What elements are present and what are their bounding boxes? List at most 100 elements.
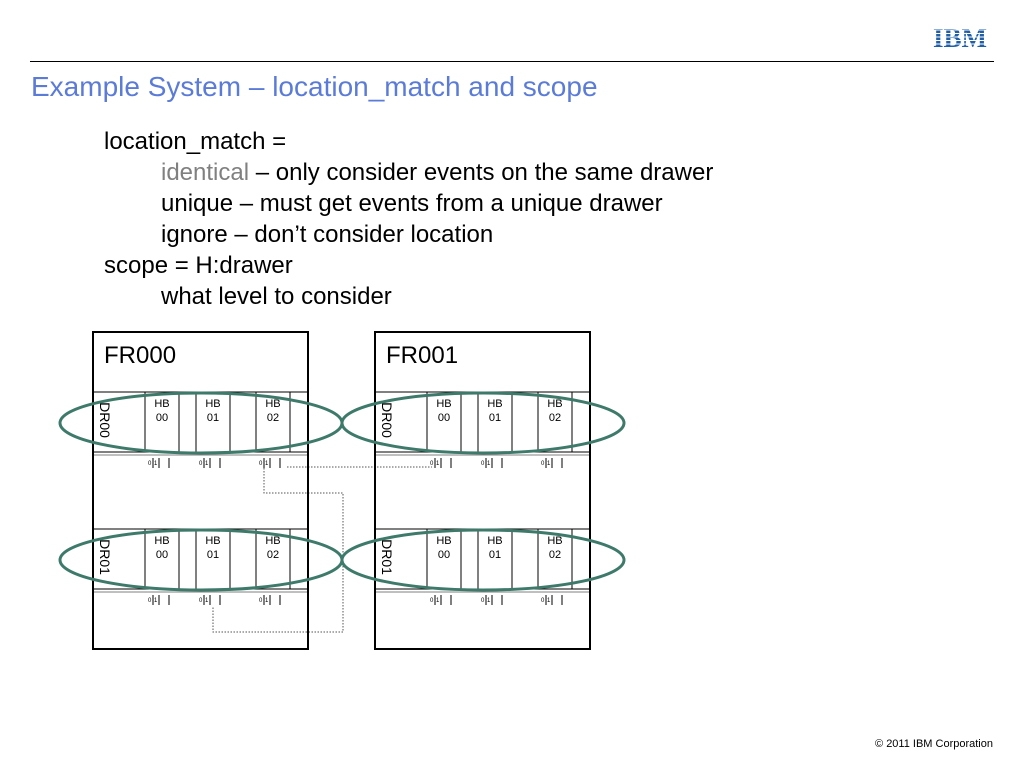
hub-number: 01: [207, 412, 219, 424]
hub-number: 01: [207, 549, 219, 561]
hub-box: [426, 528, 462, 590]
drawer-label: DR01: [379, 539, 395, 575]
port-label-1: 1: [205, 598, 209, 604]
slide-body: location_match = identical – only consid…: [104, 126, 713, 312]
hub-number: 00: [438, 412, 450, 424]
hub-box: [537, 391, 573, 453]
header-rule: [30, 61, 994, 62]
frame-border: [374, 331, 591, 650]
identical-description: – only consider events on the same drawe…: [249, 159, 714, 186]
hub-box: [195, 528, 231, 590]
hub-number: 01: [489, 412, 501, 424]
port-label-1: 1: [547, 461, 551, 467]
hub-label: HB: [487, 398, 502, 410]
port-label-0: 0: [430, 461, 434, 467]
port-label-1: 1: [265, 461, 269, 467]
drawer-label: DR01: [97, 539, 113, 575]
body-line-location-match: location_match =: [104, 128, 287, 155]
port-label-0: 0: [199, 461, 203, 467]
hub-label: HB: [547, 535, 562, 547]
drawer-label: DR00: [97, 402, 113, 438]
hub-label: HB: [487, 535, 502, 547]
port-label-1: 1: [265, 598, 269, 604]
port-label-0: 0: [199, 598, 203, 604]
hub-label: HB: [265, 535, 280, 547]
hub-label: HB: [436, 535, 451, 547]
hub-number: 02: [267, 549, 279, 561]
body-line-ignore: ignore – don’t consider location: [161, 221, 494, 248]
drawer-match-ellipse: [340, 391, 626, 455]
port-label-1: 1: [547, 598, 551, 604]
hub-number: 00: [438, 549, 450, 561]
hub-box: [255, 391, 291, 453]
port-label-0: 0: [259, 461, 263, 467]
hub-number: 00: [156, 549, 168, 561]
keyword-identical: identical: [161, 159, 250, 186]
hub-number: 00: [156, 412, 168, 424]
hub-label: HB: [205, 535, 220, 547]
port-label-1: 1: [205, 461, 209, 467]
port-label-0: 0: [481, 598, 485, 604]
hub-box: [195, 391, 231, 453]
body-line-identical: identical – only consider events on the …: [104, 157, 713, 188]
drawer-match-ellipse: [340, 528, 626, 592]
port-label-0: 0: [430, 598, 434, 604]
hub-box: [144, 391, 180, 453]
hub-number: 02: [549, 549, 561, 561]
hub-label: HB: [154, 535, 169, 547]
ibm-logo-text: IBM: [933, 24, 987, 53]
hub-label: HB: [154, 398, 169, 410]
frame-label: FR001: [386, 342, 458, 369]
hub-box: [426, 391, 462, 453]
hub-label: HB: [547, 398, 562, 410]
port-label-1: 1: [436, 461, 440, 467]
hub-label: HB: [205, 398, 220, 410]
hub-label: HB: [436, 398, 451, 410]
port-label-1: 1: [487, 461, 491, 467]
port-label-1: 1: [154, 598, 158, 604]
port-label-1: 1: [436, 598, 440, 604]
slide-title: Example System – location_match and scop…: [31, 71, 598, 102]
frame-label: FR000: [104, 342, 176, 369]
hub-number: 02: [267, 412, 279, 424]
cable-links: [212, 466, 432, 633]
hub-number: 02: [549, 412, 561, 424]
port-label-0: 0: [259, 598, 263, 604]
drawer-label: DR00: [379, 402, 395, 438]
port-label-1: 1: [154, 461, 158, 467]
port-label-0: 0: [481, 461, 485, 467]
frame-border: [92, 331, 309, 650]
hub-box: [537, 528, 573, 590]
hub-box: [255, 528, 291, 590]
body-line-unique: unique – must get events from a unique d…: [161, 190, 663, 217]
copyright-footer: © 2011 IBM Corporation: [875, 738, 993, 750]
port-label-0: 0: [541, 461, 545, 467]
hub-label: HB: [265, 398, 280, 410]
port-label-0: 0: [148, 598, 152, 604]
port-label-0: 0: [148, 461, 152, 467]
body-line-level: what level to consider: [161, 283, 392, 310]
body-line-scope: scope = H:drawer: [104, 252, 293, 279]
port-label-0: 0: [541, 598, 545, 604]
hub-number: 01: [489, 549, 501, 561]
ibm-logo: IBM: [924, 24, 996, 53]
